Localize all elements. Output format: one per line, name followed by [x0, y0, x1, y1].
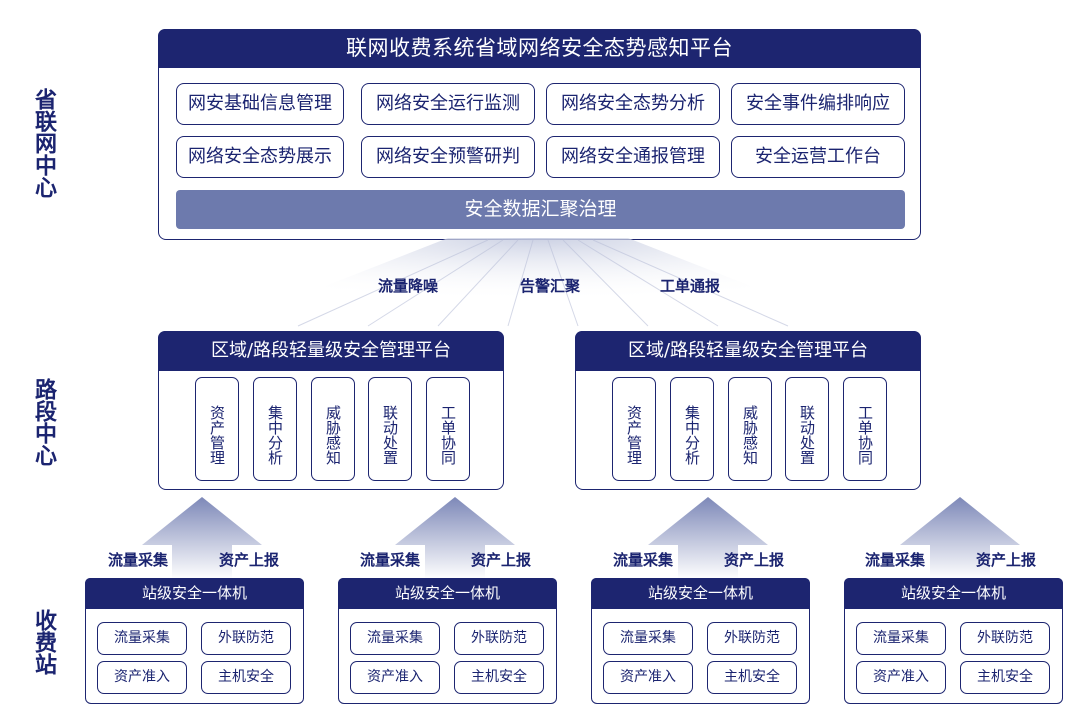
uplink-arrow-icon [395, 497, 515, 579]
region-module-ticket[interactable]: 工单协同 [426, 377, 470, 481]
uplink-arrow-icon [142, 497, 262, 579]
uplink-arrow-icon [900, 497, 1020, 579]
station-module-traffic[interactable]: 流量采集 [350, 622, 440, 655]
uplink-label-asset: 资产上报 [976, 551, 1037, 569]
tier-label-station: 收费站 [31, 609, 56, 675]
station-module-outbound[interactable]: 外联防范 [454, 622, 544, 655]
region-module-response[interactable]: 联动处置 [785, 377, 829, 481]
region-module-asset[interactable]: 资产管理 [195, 377, 239, 481]
station-module-access[interactable]: 资产准入 [603, 661, 693, 694]
station-title: 站级安全一体机 [85, 578, 304, 609]
region-module-threat[interactable]: 威胁感知 [728, 377, 772, 481]
station-module-traffic[interactable]: 流量采集 [603, 622, 693, 655]
funnel-graphic [218, 238, 858, 328]
station-module-host[interactable]: 主机安全 [454, 661, 544, 694]
region-module-response[interactable]: 联动处置 [368, 377, 412, 481]
tier-label-province: 省联网中心 [31, 88, 56, 198]
station-module-host[interactable]: 主机安全 [201, 661, 291, 694]
station-appliance: 站级安全一体机 流量采集 外联防范 资产准入 主机安全 [85, 578, 304, 704]
station-module-outbound[interactable]: 外联防范 [707, 622, 797, 655]
station-module-traffic[interactable]: 流量采集 [97, 622, 187, 655]
station-title: 站级安全一体机 [844, 578, 1063, 609]
uplink-label-traffic: 流量采集 [360, 551, 421, 569]
uplink-label-asset: 资产上报 [471, 551, 532, 569]
station-appliance: 站级安全一体机 流量采集 外联防范 资产准入 主机安全 [844, 578, 1063, 704]
station-appliance: 站级安全一体机 流量采集 外联防范 资产准入 主机安全 [591, 578, 810, 704]
module-notice-management[interactable]: 网络安全通报管理 [546, 136, 720, 178]
uplink-label-traffic: 流量采集 [613, 551, 674, 569]
uplink-label-asset: 资产上报 [219, 551, 280, 569]
province-platform: 联网收费系统省域网络安全态势感知平台 网安基础信息管理 网络安全运行监测 网络安… [158, 29, 921, 240]
station-module-host[interactable]: 主机安全 [960, 661, 1050, 694]
region-module-ticket[interactable]: 工单协同 [843, 377, 887, 481]
module-event-response[interactable]: 安全事件编排响应 [731, 83, 905, 125]
uplink-label-asset: 资产上报 [724, 551, 785, 569]
flow-label-ticket-notice: 工单通报 [660, 277, 721, 295]
uplink-label-traffic: 流量采集 [108, 551, 169, 569]
region-module-asset[interactable]: 资产管理 [612, 377, 656, 481]
province-platform-title: 联网收费系统省域网络安全态势感知平台 [158, 29, 921, 68]
station-title: 站级安全一体机 [591, 578, 810, 609]
region-module-analysis[interactable]: 集中分析 [253, 377, 297, 481]
uplink-arrow-icon [648, 497, 768, 579]
tier-label-road: 路段中心 [31, 378, 56, 466]
module-situation-display[interactable]: 网络安全态势展示 [176, 136, 344, 178]
station-appliance: 站级安全一体机 流量采集 外联防范 资产准入 主机安全 [338, 578, 557, 704]
station-module-host[interactable]: 主机安全 [707, 661, 797, 694]
station-module-outbound[interactable]: 外联防范 [960, 622, 1050, 655]
module-ops-workbench[interactable]: 安全运营工作台 [731, 136, 905, 178]
station-module-outbound[interactable]: 外联防范 [201, 622, 291, 655]
station-title: 站级安全一体机 [338, 578, 557, 609]
module-situation-analysis[interactable]: 网络安全态势分析 [546, 83, 720, 125]
module-warning-analysis[interactable]: 网络安全预警研判 [361, 136, 535, 178]
station-module-traffic[interactable]: 流量采集 [856, 622, 946, 655]
station-module-access[interactable]: 资产准入 [856, 661, 946, 694]
module-security-info[interactable]: 网安基础信息管理 [176, 83, 344, 125]
flow-label-alert-aggregation: 告警汇聚 [520, 277, 581, 295]
flow-label-noise-reduction: 流量降噪 [378, 277, 439, 295]
region-platform-title: 区域/路段轻量级安全管理平台 [158, 331, 504, 371]
region-platform-left: 区域/路段轻量级安全管理平台 资产管理 集中分析 威胁感知 联动处置 工单协同 [158, 331, 504, 490]
region-platform-right: 区域/路段轻量级安全管理平台 资产管理 集中分析 威胁感知 联动处置 工单协同 [575, 331, 921, 490]
station-module-access[interactable]: 资产准入 [97, 661, 187, 694]
data-governance-bar[interactable]: 安全数据汇聚治理 [176, 190, 905, 229]
region-module-analysis[interactable]: 集中分析 [670, 377, 714, 481]
region-module-threat[interactable]: 威胁感知 [311, 377, 355, 481]
uplink-label-traffic: 流量采集 [865, 551, 926, 569]
station-module-access[interactable]: 资产准入 [350, 661, 440, 694]
funnel-lines [297, 239, 789, 327]
module-run-monitor[interactable]: 网络安全运行监测 [361, 83, 535, 125]
region-platform-title: 区域/路段轻量级安全管理平台 [575, 331, 921, 371]
